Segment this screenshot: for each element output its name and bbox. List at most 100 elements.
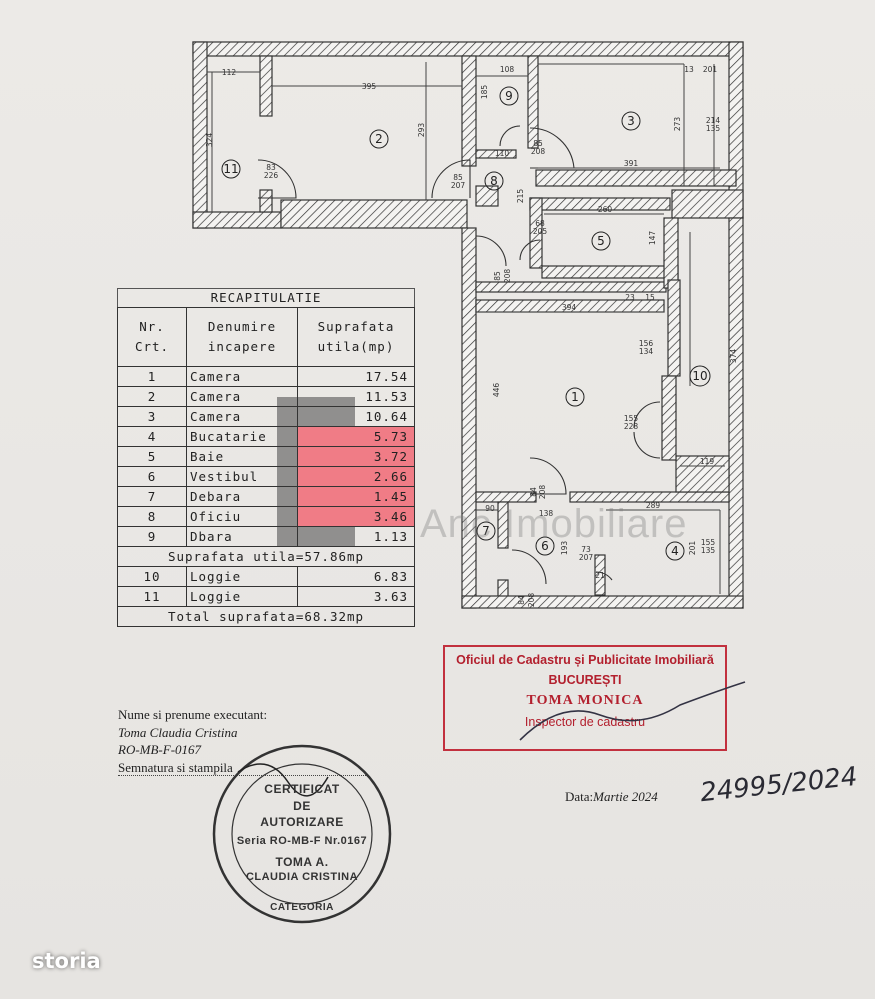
dim: 207 bbox=[579, 553, 594, 562]
dim: 134 bbox=[639, 347, 654, 356]
row-name: Camera bbox=[186, 366, 298, 387]
signature-line bbox=[118, 775, 368, 776]
row-area: 2.66 bbox=[297, 466, 415, 487]
header-nr: Nr.Crt. bbox=[117, 307, 187, 367]
dim: 13 bbox=[684, 65, 694, 74]
row-name: Baie bbox=[186, 446, 298, 467]
stamp-line2: DE bbox=[293, 799, 311, 813]
dim: 155 bbox=[701, 538, 716, 547]
row-nr: 7 bbox=[117, 486, 187, 507]
dim: 226 bbox=[264, 171, 279, 180]
room-marker-8: 8 bbox=[484, 171, 504, 191]
row-nr: 6 bbox=[117, 466, 187, 487]
room-marker-3: 3 bbox=[621, 111, 641, 131]
dim: 324 bbox=[205, 133, 214, 148]
stamp-line3: AUTORIZARE bbox=[260, 815, 344, 829]
room-marker-6: 6 bbox=[535, 536, 555, 556]
dim: 138 bbox=[539, 509, 554, 518]
dim: 228 bbox=[624, 422, 639, 431]
storia-logo: storia bbox=[32, 949, 101, 973]
row-area: 6.83 bbox=[297, 566, 415, 587]
date-label: Data: bbox=[565, 789, 594, 804]
date-value: Martie 2024 bbox=[593, 789, 658, 804]
dim: 85 bbox=[453, 173, 463, 182]
dim: 185 bbox=[480, 85, 489, 100]
walls bbox=[192, 41, 744, 609]
inspector-title: Inspector de cadastru bbox=[524, 715, 646, 729]
row-name: Debara bbox=[186, 486, 298, 507]
room-marker-4: 4 bbox=[665, 541, 685, 561]
room-label-6: 6 bbox=[541, 539, 549, 553]
room-label-10: 10 bbox=[692, 369, 707, 383]
row-nr: 2 bbox=[117, 386, 187, 407]
room-marker-11: 11 bbox=[221, 159, 241, 179]
room-marker-7: 7 bbox=[476, 521, 496, 541]
recap-subtotal: Suprafata utila=57.86mp bbox=[117, 546, 415, 567]
dim: 68 bbox=[535, 219, 545, 228]
room-label-1: 1 bbox=[571, 390, 579, 404]
dimension-labels: 112 395 293 324 83 226 108 185 85 208 11… bbox=[205, 65, 738, 607]
stamp-line6: CLAUDIA CRISTINA bbox=[245, 871, 359, 883]
row-nr: 11 bbox=[117, 586, 187, 607]
room-label-9: 9 bbox=[505, 89, 513, 103]
row-name: Camera bbox=[186, 406, 298, 427]
row-area: 1.45 bbox=[297, 486, 415, 507]
dim: 207 bbox=[451, 181, 466, 190]
dim: 289 bbox=[646, 501, 661, 510]
dim: 208 bbox=[531, 147, 546, 156]
room-marker-9: 9 bbox=[499, 86, 519, 106]
dim: 84 bbox=[517, 595, 526, 605]
watermark-text: Anc Imobiliare bbox=[420, 502, 688, 546]
row-nr: 9 bbox=[117, 526, 187, 547]
row-nr: 1 bbox=[117, 366, 187, 387]
dim: 23 bbox=[625, 293, 635, 302]
room-label-11: 11 bbox=[223, 162, 238, 176]
authorization-stamp: CERTIFICAT DE AUTORIZARE Seria RO-MB-F N… bbox=[208, 742, 396, 927]
dim: 83 bbox=[266, 163, 276, 172]
stamp-line1: CERTIFICAT bbox=[264, 782, 340, 796]
room-label-7: 7 bbox=[482, 524, 490, 538]
room-marker-5: 5 bbox=[591, 231, 611, 251]
row-area: 10.64 bbox=[297, 406, 415, 427]
dim: 214 bbox=[706, 116, 721, 125]
row-name: Oficiu bbox=[186, 506, 298, 527]
row-nr: 10 bbox=[117, 566, 187, 587]
dim: 85 bbox=[533, 139, 543, 148]
dim: 208 bbox=[503, 269, 512, 284]
row-area: 11.53 bbox=[297, 386, 415, 407]
dim: 395 bbox=[362, 82, 377, 91]
recap-total: Total suprafata=68.32mp bbox=[117, 606, 415, 627]
dim: 260 bbox=[598, 205, 613, 214]
dim: 215 bbox=[516, 189, 525, 204]
dim: 119 bbox=[700, 457, 715, 466]
signer-code: RO-MB-F-0167 bbox=[118, 742, 202, 757]
dim: 446 bbox=[492, 383, 501, 398]
dim: 193 bbox=[560, 541, 569, 556]
dim: 201 bbox=[703, 65, 718, 74]
dim: 156 bbox=[639, 339, 654, 348]
dim: 391 bbox=[624, 159, 639, 168]
dim: 208 bbox=[538, 485, 547, 500]
row-name: Bucatarie bbox=[186, 426, 298, 447]
stamp-line4: Seria RO-MB-F Nr.0167 bbox=[236, 835, 368, 847]
row-name: Loggie bbox=[186, 566, 298, 587]
row-nr: 3 bbox=[117, 406, 187, 427]
signer-sign-label: Semnatura si stampila bbox=[118, 759, 233, 775]
room-marker-1: 1 bbox=[565, 387, 585, 407]
stamp-circle bbox=[212, 744, 392, 924]
dim: 84 bbox=[529, 487, 538, 497]
recap-title: RECAPITULATIE bbox=[117, 288, 415, 307]
room-label-4: 4 bbox=[671, 544, 679, 558]
cadastre-office-stamp: Oficiul de Cadastru și Publicitate Imobi… bbox=[443, 645, 727, 751]
dim: 90 bbox=[485, 504, 495, 513]
row-area: 17.54 bbox=[297, 366, 415, 387]
